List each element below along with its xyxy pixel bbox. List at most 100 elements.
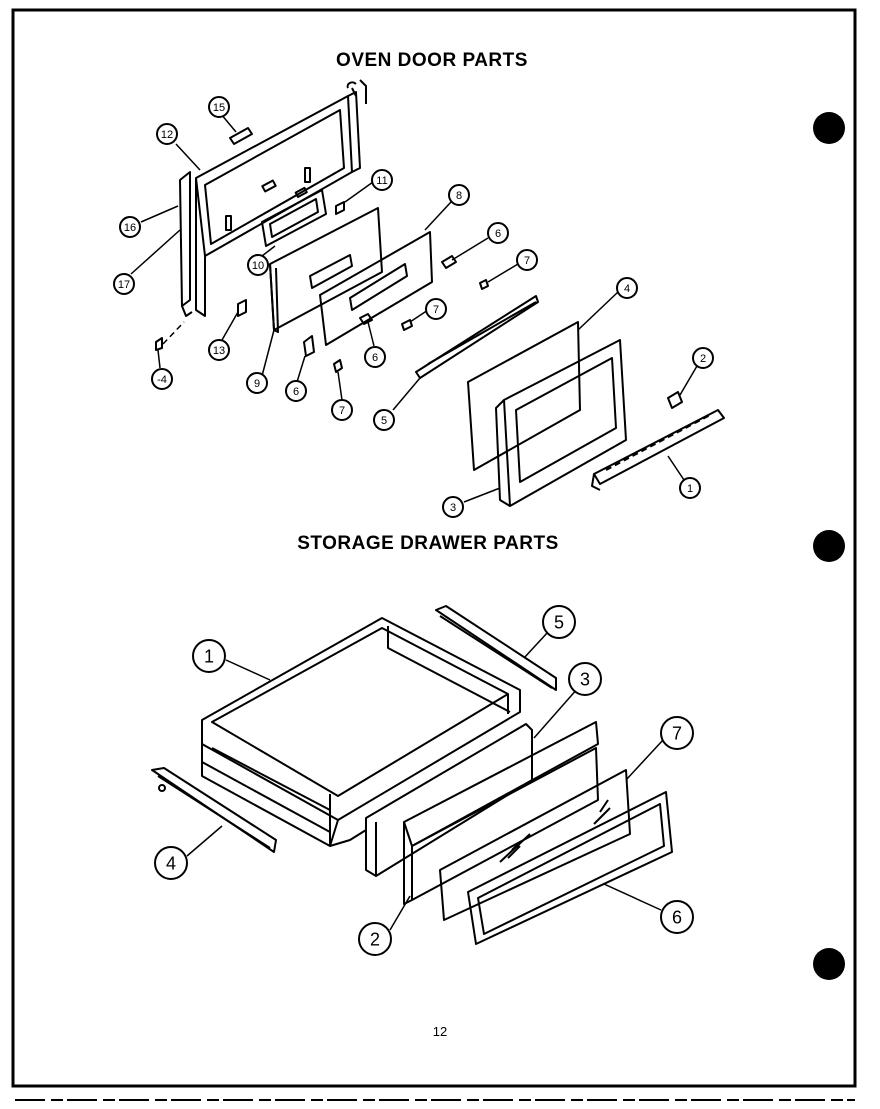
callout-number: 17 [118, 279, 130, 291]
callout-circle [692, 347, 714, 369]
callout-circle [542, 605, 576, 639]
oven-callout-12: 9 [246, 372, 268, 394]
binder-hole [813, 948, 845, 980]
binder-hole [813, 112, 845, 144]
oven-callout-14: 7 [331, 399, 353, 421]
callout-circle [516, 249, 538, 271]
drawer-front-inner [365, 723, 533, 877]
callout-number: 3 [450, 502, 456, 514]
callout-circle [113, 273, 135, 295]
drawer-insert [439, 769, 631, 921]
callout-number: 4 [624, 283, 630, 295]
drawer-callout-4: 7 [660, 716, 694, 750]
callout-circle [208, 96, 230, 118]
callout-circle [154, 846, 188, 880]
callout-number: 7 [339, 405, 345, 417]
binder-hole [813, 530, 845, 562]
vent-strip [415, 295, 539, 379]
oven-callout-6: 17 [113, 273, 135, 295]
oven-callout-10: 7 [425, 298, 447, 320]
callout-circle [448, 184, 470, 206]
page-number: 12 [432, 1024, 448, 1039]
callout-circle [568, 662, 602, 696]
callout-circle [660, 900, 694, 934]
drawer-rail-right [435, 605, 557, 691]
storage-drawer-parts-title: STORAGE DRAWER PARTS [297, 533, 559, 554]
callout-number: 5 [381, 415, 387, 427]
callout-circle [679, 477, 701, 499]
drawer-front [403, 721, 599, 847]
callout-number: 6 [293, 386, 299, 398]
callout-number: 6 [372, 352, 378, 364]
drawer-drawing [151, 605, 673, 945]
oven-callout-1: 15 [208, 96, 230, 118]
callout-circle [487, 222, 509, 244]
callout-number: -4 [157, 374, 167, 386]
inner-glass [467, 321, 581, 471]
callout-number: 13 [213, 345, 225, 357]
oven-callout-21: 1 [679, 477, 701, 499]
oven-callout-16: 4 [616, 277, 638, 299]
callout-number: 15 [213, 102, 225, 114]
callout-number: 11 [376, 175, 387, 187]
oven-callout-5: 16 [119, 216, 141, 238]
oven-callout-20: 3 [442, 496, 464, 518]
callout-circle [331, 399, 353, 421]
oven-callout-8: 6 [487, 222, 509, 244]
callout-number: 5 [554, 612, 564, 632]
callout-circle [246, 372, 268, 394]
callout-circle [371, 169, 393, 191]
drawer-callout-6: 2 [358, 922, 392, 956]
oven-callout-2: 12 [156, 123, 178, 145]
drawer-callouts: 1 5 3 7 4 2 6 [154, 605, 694, 956]
oven-callout-4: 8 [448, 184, 470, 206]
callout-number: 3 [580, 669, 590, 689]
oven-callout-17: -4 [151, 368, 173, 390]
callout-circle [192, 639, 226, 673]
callout-circle [247, 254, 269, 276]
door-frame [503, 339, 627, 507]
door-handle [593, 409, 725, 485]
oven-callout-15: 6 [364, 346, 386, 368]
oven-callout-3: 11 [371, 169, 393, 191]
callout-number: 16 [124, 222, 136, 234]
oven-callout-19: 5 [373, 409, 395, 431]
oven-door-parts-title: OVEN DOOR PARTS [336, 50, 528, 71]
callout-number: 1 [204, 646, 214, 666]
callout-circle [285, 380, 307, 402]
oven-callout-7: 10 [247, 254, 269, 276]
page-border [11, 8, 857, 1088]
callout-circle [373, 409, 395, 431]
drawer-callout-3: 3 [568, 662, 602, 696]
callout-circle [358, 922, 392, 956]
drawer-callout-1: 1 [192, 639, 226, 673]
drawer-callout-5: 4 [154, 846, 188, 880]
drawer-box [201, 617, 521, 821]
callout-circle [119, 216, 141, 238]
callout-number: 10 [252, 260, 264, 272]
oven-callout-11: 13 [208, 339, 230, 361]
callout-circle [156, 123, 178, 145]
callout-circle [208, 339, 230, 361]
drawer-callout-2: 5 [542, 605, 576, 639]
drawer-trim [467, 791, 673, 945]
callout-circle [442, 496, 464, 518]
oven-callout-9: 7 [516, 249, 538, 271]
drawer-callout-7: 6 [660, 900, 694, 934]
oven-door-drawing [155, 79, 725, 507]
oven-callouts: 15 12 11 8 16 17 10 6 7 7 13 9 6 7 6 4 -4 2 5 3 1 [113, 96, 714, 518]
callout-number: 7 [433, 304, 439, 316]
callout-number: 1 [687, 483, 693, 495]
callout-number: 6 [672, 907, 682, 927]
callout-circle [151, 368, 173, 390]
callout-number: 2 [700, 353, 706, 365]
callout-number: 7 [672, 723, 682, 743]
callout-circle [616, 277, 638, 299]
callout-circle [364, 346, 386, 368]
callout-number: 6 [495, 228, 501, 240]
callout-number: 2 [370, 929, 380, 949]
oven-callout-13: 6 [285, 380, 307, 402]
callout-number: 8 [456, 190, 462, 202]
